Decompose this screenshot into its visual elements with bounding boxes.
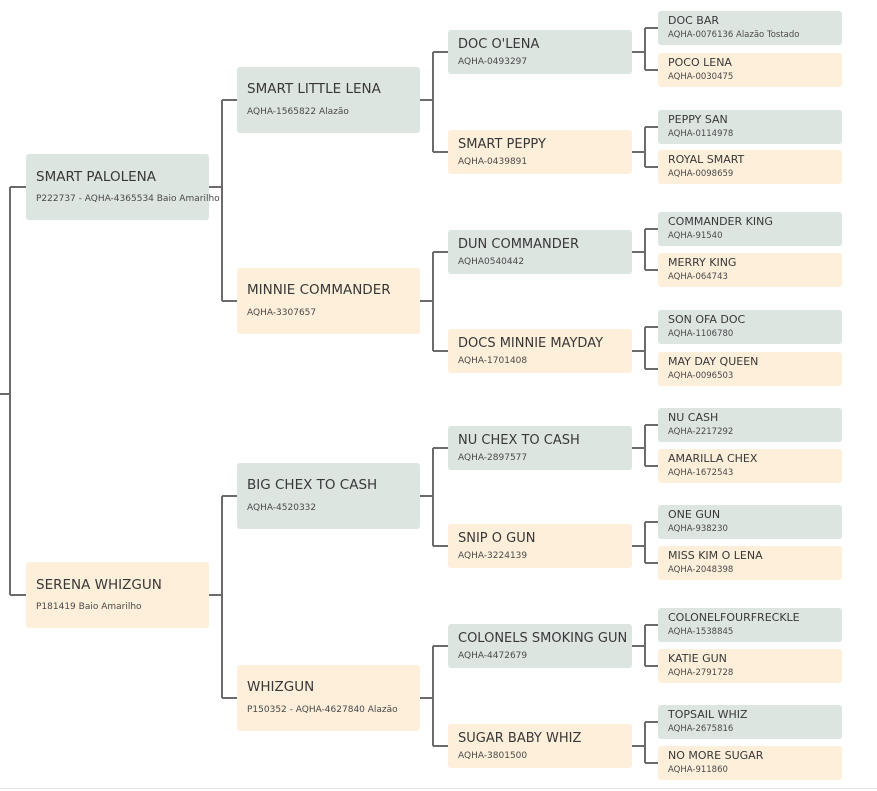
horse-card-gen3[interactable]: COLONELS SMOKING GUN AQHA-4472679	[448, 624, 632, 668]
horse-card-gen4[interactable]: KATIE GUN AQHA-2791728	[658, 649, 842, 683]
horse-card-gen2[interactable]: WHIZGUN P150352 - AQHA-4627840 Alazão	[237, 665, 420, 731]
horse-card-gen4[interactable]: COLONELFOURFRECKLE AQHA-1538845	[658, 608, 842, 642]
horse-card-gen3[interactable]: SUGAR BABY WHIZ AQHA-3801500	[448, 724, 632, 768]
horse-registration: AQHA-0076136 Alazão Tostado	[668, 30, 800, 40]
horse-card-gen4[interactable]: ROYAL SMART AQHA-0098659	[658, 150, 842, 184]
horse-card-gen4[interactable]: MAY DAY QUEEN AQHA-0096503	[658, 352, 842, 386]
horse-card-gen3[interactable]: SMART PEPPY AQHA-0439891	[448, 130, 632, 174]
horse-registration: AQHA-2675816	[668, 724, 734, 734]
horse-name: MINNIE COMMANDER	[247, 282, 391, 298]
horse-card-gen2[interactable]: SMART LITTLE LENA AQHA-1565822 Alazão	[237, 67, 420, 133]
horse-card-gen3[interactable]: SNIP O GUN AQHA-3224139	[448, 524, 632, 568]
horse-name: MISS KIM O LENA	[668, 549, 763, 562]
horse-registration: AQHA-0098659	[668, 169, 734, 179]
horse-registration: AQHA-4520332	[247, 503, 317, 513]
horse-name: AMARILLA CHEX	[668, 452, 758, 465]
horse-card-gen4[interactable]: PEPPY SAN AQHA-0114978	[658, 110, 842, 144]
horse-name: ROYAL SMART	[668, 153, 745, 166]
horse-card-gen4[interactable]: SON OFA DOC AQHA-1106780	[658, 310, 842, 344]
horse-name: SMART PEPPY	[458, 137, 546, 152]
horse-registration: AQHA-1565822 Alazão	[247, 107, 349, 117]
horse-card-gen2[interactable]: BIG CHEX TO CASH AQHA-4520332	[237, 463, 420, 529]
horse-card-gen3[interactable]: DOC O'LENA AQHA-0493297	[448, 30, 632, 74]
horse-name: SON OFA DOC	[668, 313, 746, 326]
horse-card-gen4[interactable]: AMARILLA CHEX AQHA-1672543	[658, 449, 842, 483]
horse-name: TOPSAIL WHIZ	[668, 708, 748, 721]
horse-registration: AQHA-938230	[668, 524, 728, 534]
horse-name: ONE GUN	[668, 508, 721, 521]
horse-card-gen4[interactable]: TOPSAIL WHIZ AQHA-2675816	[658, 705, 842, 739]
horse-name: SNIP O GUN	[458, 531, 536, 546]
horse-registration: AQHA-2791728	[668, 668, 734, 678]
horse-name: NO MORE SUGAR	[668, 749, 764, 762]
horse-registration: AQHA-2897577	[458, 453, 528, 463]
horse-registration: AQHA0540442	[458, 257, 525, 267]
horse-name: NU CASH	[668, 411, 719, 424]
horse-registration: P222737 - AQHA-4365534 Baio Amarilho	[36, 194, 220, 204]
horse-registration: AQHA-0493297	[458, 57, 528, 67]
horse-registration: AQHA-3224139	[458, 551, 528, 561]
horse-name: SERENA WHIZGUN	[36, 577, 162, 593]
horse-name: KATIE GUN	[668, 652, 727, 665]
horse-registration: AQHA-0030475	[668, 72, 734, 82]
horse-registration: AQHA-1701408	[458, 356, 528, 366]
horse-registration: AQHA-3307657	[247, 308, 317, 318]
horse-name: COLONELFOURFRECKLE	[668, 611, 800, 624]
horse-name: MAY DAY QUEEN	[668, 355, 759, 368]
horse-card-gen1[interactable]: SERENA WHIZGUN P181419 Baio Amarilho	[26, 562, 209, 628]
horse-card-gen3[interactable]: DUN COMMANDER AQHA0540442	[448, 230, 632, 274]
horse-name: COLONELS SMOKING GUN	[458, 631, 628, 646]
horse-card-gen3[interactable]: NU CHEX TO CASH AQHA-2897577	[448, 426, 632, 470]
horse-card-gen4[interactable]: MERRY KING AQHA-064743	[658, 253, 842, 287]
horse-registration: AQHA-4472679	[458, 651, 528, 661]
horse-name: SMART LITTLE LENA	[247, 81, 381, 97]
horse-registration: AQHA-2048398	[668, 565, 734, 575]
horse-registration: P150352 - AQHA-4627840 Alazão	[247, 705, 398, 715]
horse-registration: AQHA-1106780	[668, 329, 734, 339]
horse-name: WHIZGUN	[247, 679, 315, 695]
horse-name: MERRY KING	[668, 256, 737, 269]
horse-name: DOC BAR	[668, 14, 720, 27]
horse-card-gen4[interactable]: NO MORE SUGAR AQHA-911860	[658, 746, 842, 780]
horse-card-gen4[interactable]: ONE GUN AQHA-938230	[658, 505, 842, 539]
horse-registration: AQHA-91540	[668, 231, 723, 241]
horse-registration: AQHA-911860	[668, 765, 728, 775]
horse-card-gen2[interactable]: MINNIE COMMANDER AQHA-3307657	[237, 268, 420, 334]
horse-card-gen4[interactable]: COMMANDER KING AQHA-91540	[658, 212, 842, 246]
horse-card-gen4[interactable]: MISS KIM O LENA AQHA-2048398	[658, 546, 842, 580]
horse-registration: AQHA-1672543	[668, 468, 734, 478]
horse-registration: AQHA-0114978	[668, 129, 734, 139]
horse-name: DUN COMMANDER	[458, 237, 579, 252]
horse-name: PEPPY SAN	[668, 113, 728, 126]
horse-card-gen3[interactable]: DOCS MINNIE MAYDAY AQHA-1701408	[448, 329, 632, 373]
horse-name: DOC O'LENA	[458, 37, 540, 52]
horse-registration: AQHA-064743	[668, 272, 728, 282]
horse-name: BIG CHEX TO CASH	[247, 477, 378, 493]
horse-card-gen4[interactable]: NU CASH AQHA-2217292	[658, 408, 842, 442]
horse-card-gen1[interactable]: SMART PALOLENA P222737 - AQHA-4365534 Bai…	[26, 154, 220, 220]
horse-registration: AQHA-3801500	[458, 751, 528, 761]
horse-name: NU CHEX TO CASH	[458, 433, 580, 448]
horse-registration: AQHA-0439891	[458, 157, 528, 167]
horse-registration: AQHA-2217292	[668, 427, 734, 437]
horse-name: DOCS MINNIE MAYDAY	[458, 336, 604, 351]
horse-card-gen4[interactable]: POCO LENA AQHA-0030475	[658, 53, 842, 87]
horse-registration: AQHA-0096503	[668, 371, 734, 381]
bottom-divider	[0, 788, 877, 789]
horse-name: SMART PALOLENA	[36, 169, 156, 185]
horse-name: POCO LENA	[668, 56, 732, 69]
horse-registration: P181419 Baio Amarilho	[36, 602, 142, 612]
horse-card-gen4[interactable]: DOC BAR AQHA-0076136 Alazão Tostado	[658, 11, 842, 45]
horse-name: SUGAR BABY WHIZ	[458, 731, 582, 746]
horse-name: COMMANDER KING	[668, 215, 773, 228]
horse-registration: AQHA-1538845	[668, 627, 734, 637]
